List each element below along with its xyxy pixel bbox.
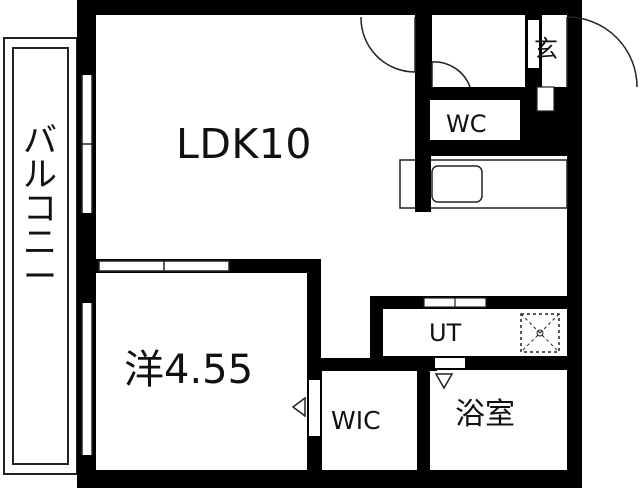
utility-walls	[370, 296, 582, 371]
room-label-utility: UT	[429, 319, 462, 347]
room-label-toilet: WC	[446, 110, 487, 138]
room-label-bedroom: 洋4.55	[124, 347, 254, 393]
room-label-entrance: 玄	[534, 35, 558, 63]
door-swing-entrance	[566, 16, 638, 88]
room-label-wic: WIC	[331, 406, 381, 435]
window-ldk	[81, 75, 93, 213]
kitchen-counter	[399, 150, 568, 212]
door-swing-toilet	[431, 61, 471, 88]
door-marker-wic	[291, 396, 306, 418]
window-bedroom	[81, 303, 93, 455]
room-label-balcony: バルコニー	[23, 121, 57, 297]
toilet-walls	[415, 15, 567, 156]
door-swing-ldk	[360, 16, 416, 73]
washing-machine-space	[520, 313, 560, 353]
room-label-ldk: LDK10	[176, 120, 312, 168]
bedroom-partition	[96, 259, 321, 369]
room-label-bathroom: 浴室	[455, 397, 515, 432]
door-marker-bathroom	[434, 373, 454, 390]
